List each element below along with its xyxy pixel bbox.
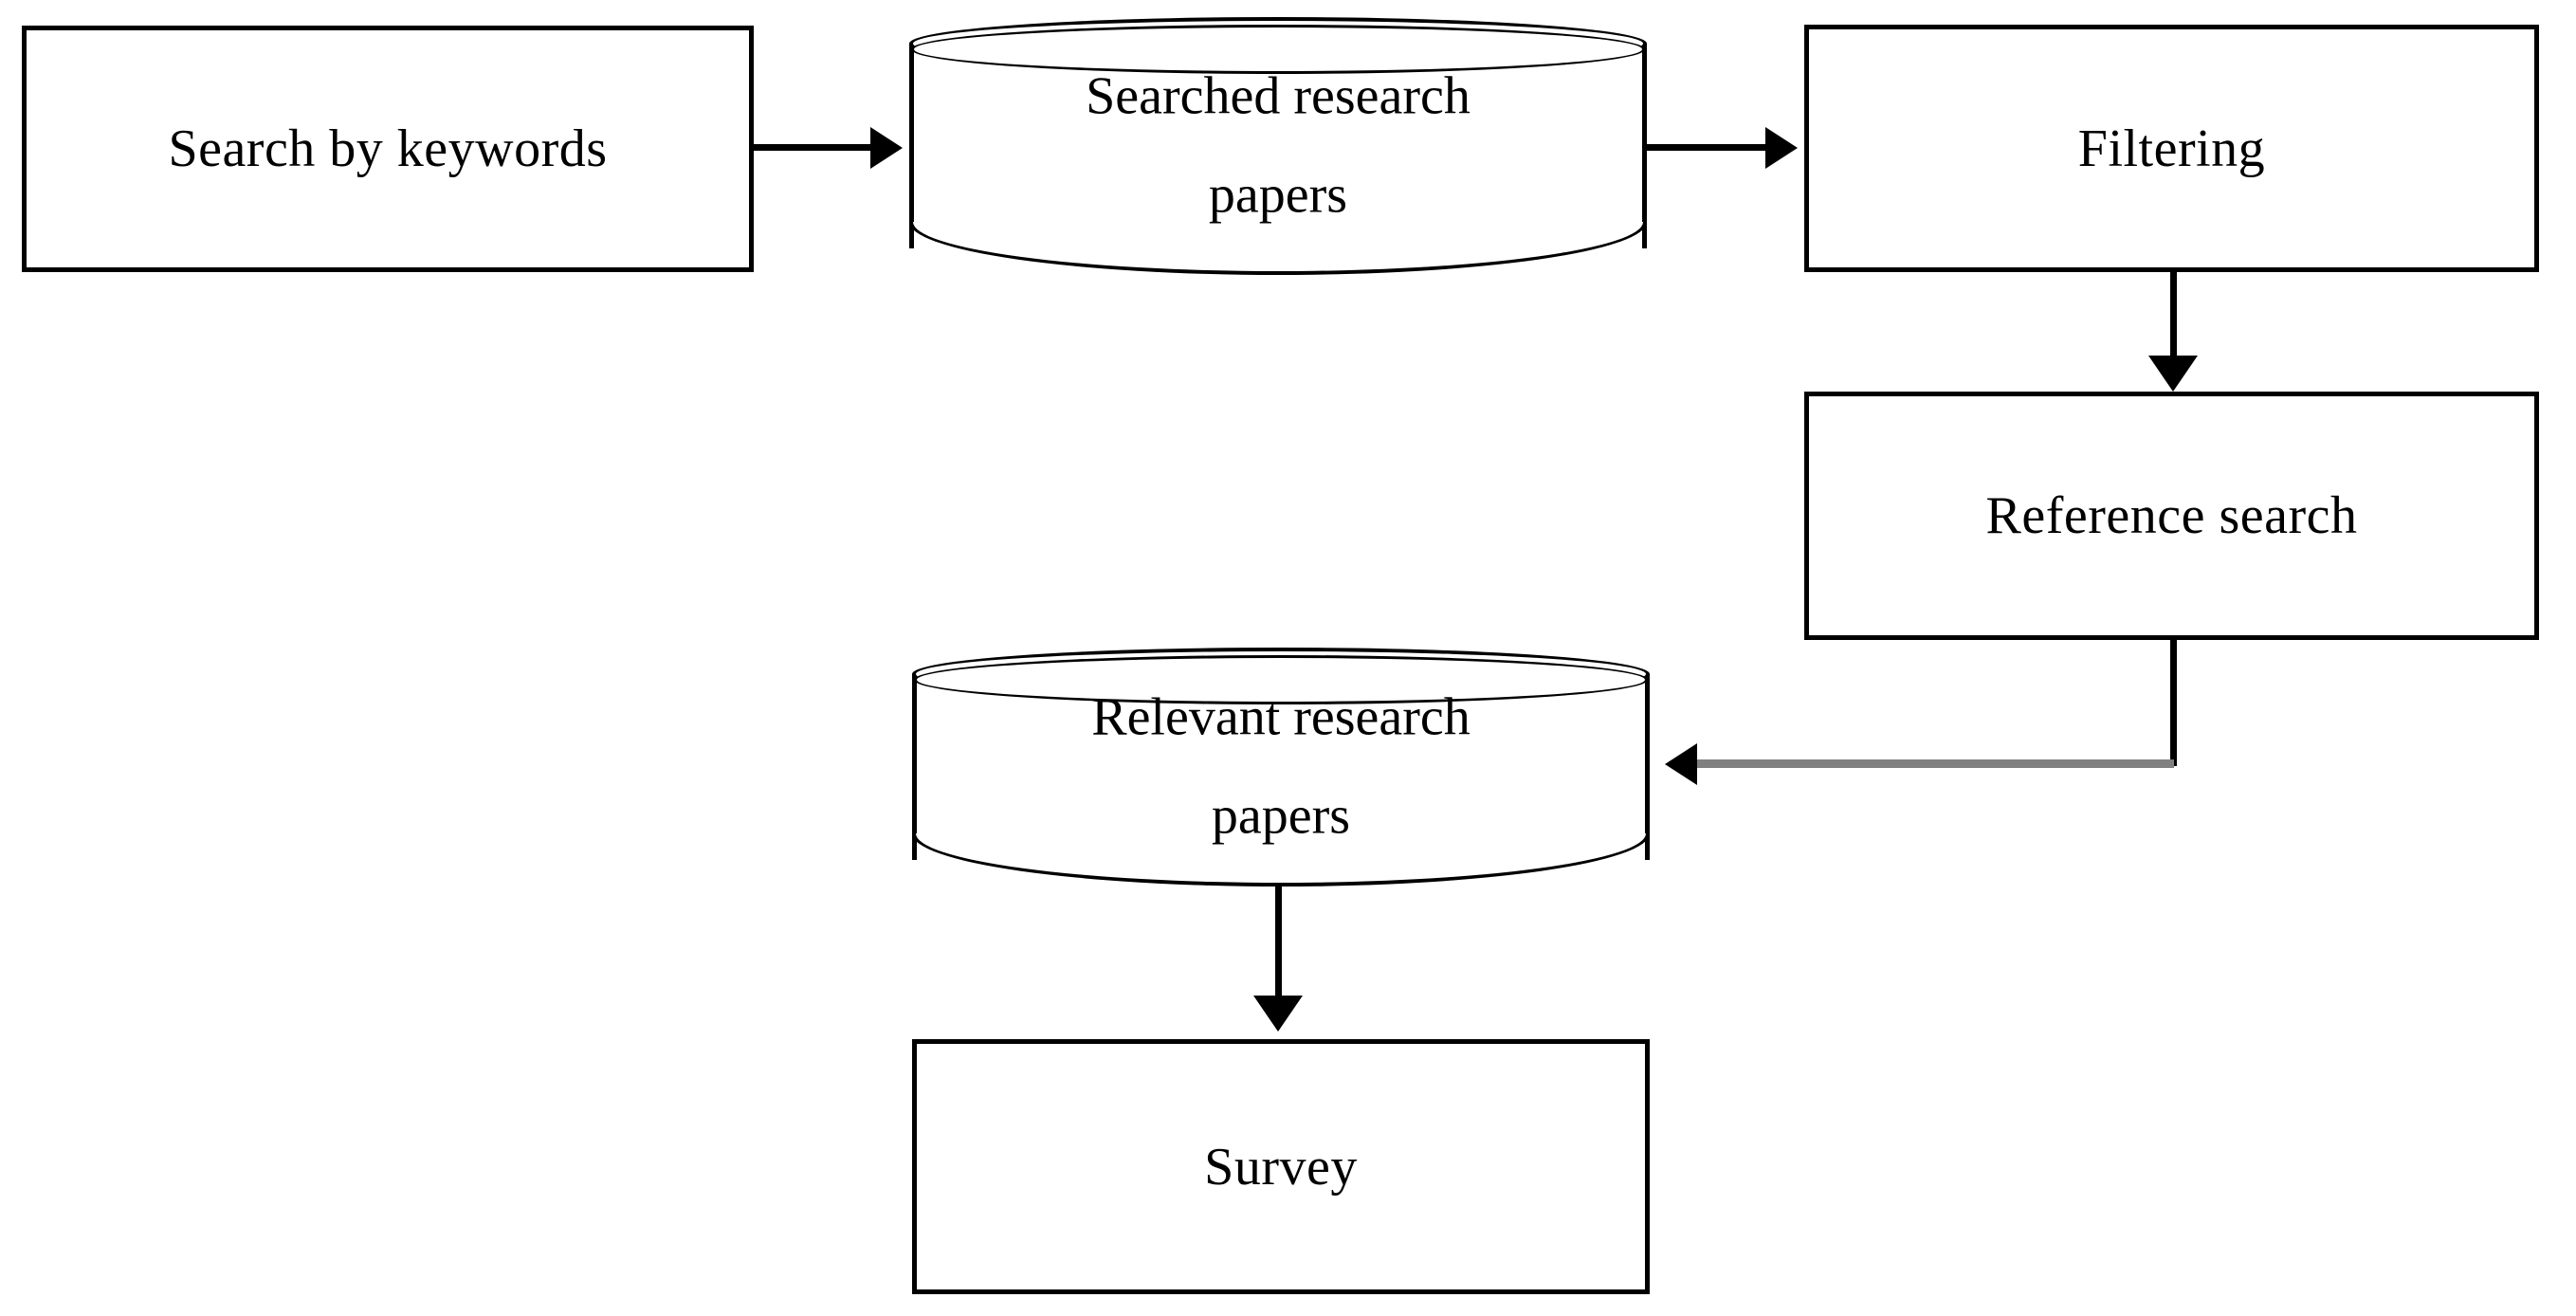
node-filtering[interactable]: Filtering: [1804, 25, 2539, 272]
node-search-by-keywords[interactable]: Search by keywords: [22, 26, 754, 272]
node-label-line-2: papers: [1211, 786, 1351, 845]
node-survey[interactable]: Survey: [912, 1039, 1650, 1294]
node-label-filtering: Filtering: [2077, 119, 2266, 178]
edge-line-vertical: [2170, 640, 2177, 766]
node-label-survey: Survey: [1204, 1137, 1358, 1197]
edge-line-horizontal: [1647, 144, 1770, 151]
arrowhead-right-icon: [1765, 127, 1798, 169]
edge-line-horizontal-gray: [1697, 759, 2174, 768]
node-relevant-research-papers[interactable]: Relevant research papers: [912, 648, 1650, 886]
node-label-line-1: Searched research: [1086, 66, 1471, 126]
node-searched-research-papers[interactable]: Searched research papers: [909, 17, 1647, 275]
node-reference-search[interactable]: Reference search: [1804, 392, 2539, 640]
cylinder-top-ellipse-inner: [911, 25, 1645, 74]
arrowhead-right-icon: [870, 127, 903, 169]
node-label-line-2: papers: [1208, 165, 1348, 224]
node-label-line-1: Relevant research: [1091, 687, 1471, 747]
node-label-searched-research-papers: Searched research papers: [909, 47, 1647, 244]
edge-line-horizontal: [754, 144, 877, 151]
arrowhead-down-icon: [1253, 996, 1303, 1032]
arrowhead-down-icon: [2148, 356, 2198, 392]
node-label-search-by-keywords: Search by keywords: [168, 119, 608, 178]
edge-line-vertical: [1275, 884, 1282, 1002]
cylinder-body: [909, 44, 1647, 248]
node-label-relevant-research-papers: Relevant research papers: [912, 668, 1650, 865]
edge-line-vertical: [2170, 272, 2177, 367]
arrowhead-left-icon: [1665, 743, 1697, 785]
node-label-reference-search: Reference search: [1985, 486, 2358, 545]
cylinder-body: [912, 674, 1650, 860]
cylinder-top-ellipse-inner: [914, 655, 1648, 704]
